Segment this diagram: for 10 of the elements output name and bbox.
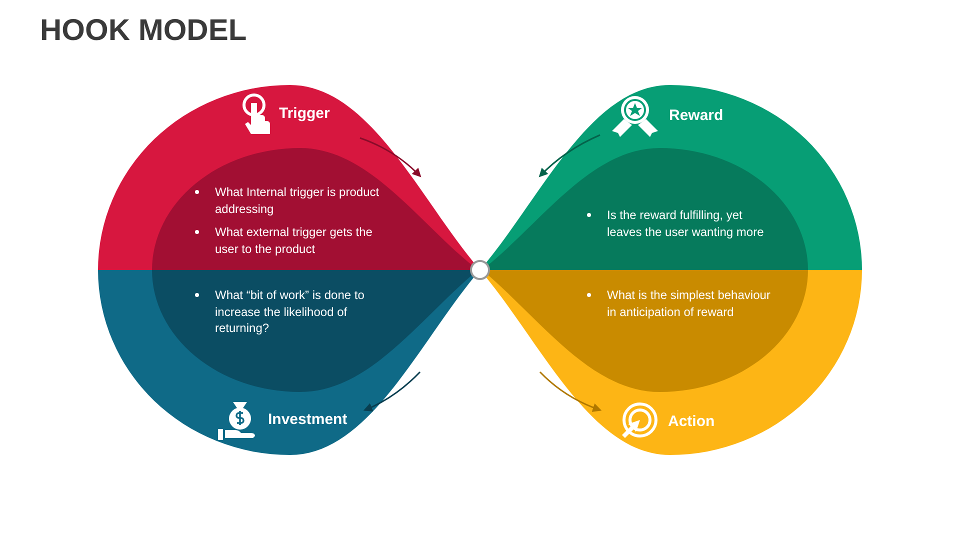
bullet-text: What is the simplest behaviour in anticipation of reward (607, 288, 770, 318)
stage-heading: Action (668, 413, 715, 430)
stage-heading: Trigger (279, 105, 330, 122)
stage-heading: Reward (669, 107, 724, 124)
bullet-text: What “bit of work” is done to increase the likelihood of returning? (215, 288, 364, 335)
stage-heading: Investment (268, 411, 348, 428)
title: HOOK MODEL (40, 14, 247, 48)
bullet-text: Is the reward fulfilling, yet leaves the user wanting more (607, 208, 764, 238)
bullet-text: What Internal trigger is product addressing (215, 185, 380, 216)
bullet-text: What external trigger gets the user to the product (215, 225, 372, 256)
